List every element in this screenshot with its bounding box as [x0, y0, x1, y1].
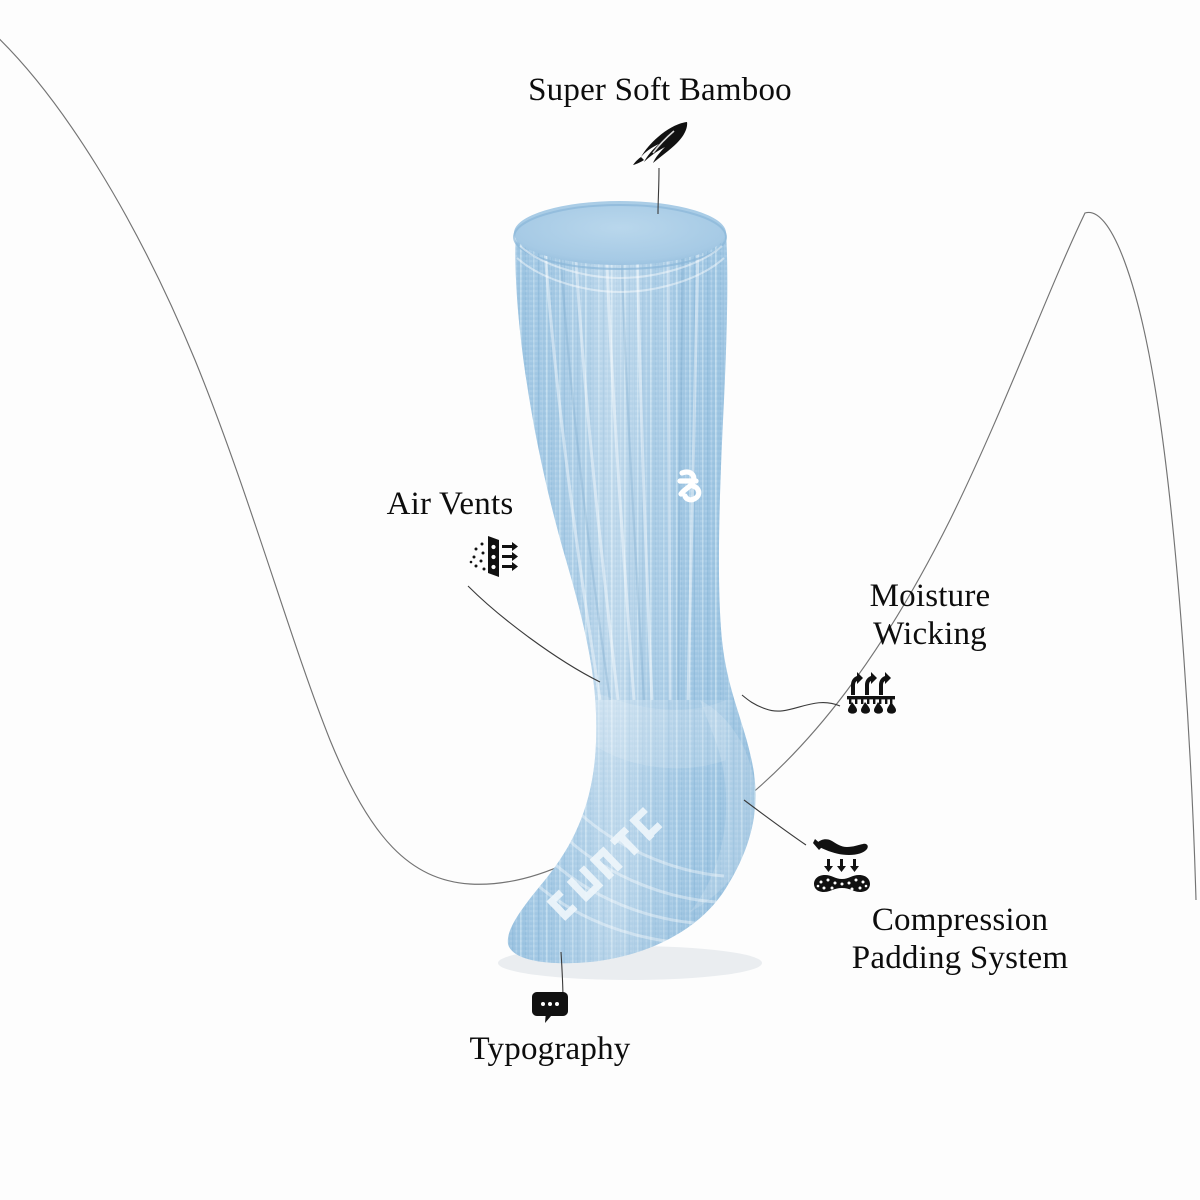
- air-vent-icon: [468, 533, 526, 579]
- sock-cuff-ribbing: [516, 245, 725, 294]
- callout-label-airvents: Air Vents: [386, 486, 514, 522]
- callout-air-vents[interactable]: Air Vents: [316, 486, 584, 579]
- callout-typography[interactable]: Typography: [400, 990, 700, 1069]
- callout-compression-padding-system[interactable]: Compression Padding System: [760, 833, 1160, 977]
- sock-cuff-opening: [514, 201, 726, 265]
- callout-label-moisture: Moisture Wicking: [869, 578, 991, 652]
- sock-cuff-rim: [513, 204, 727, 270]
- sock-logo-mark: [677, 469, 702, 503]
- callout-label-bamboo: Super Soft Bamboo: [528, 72, 792, 108]
- sock-body: [507, 232, 756, 964]
- callout-moisture-wicking[interactable]: Moisture Wicking: [800, 578, 1060, 714]
- compression-padding-icon: [811, 833, 873, 895]
- feather-icon: [629, 119, 691, 167]
- callout-super-soft-bamboo[interactable]: Super Soft Bamboo: [420, 72, 900, 167]
- speech-bubble-icon: [532, 990, 568, 1024]
- moisture-wicking-icon: [842, 662, 900, 714]
- sock-knit-wordmark: [546, 806, 663, 921]
- callout-label-compression: Compression Padding System: [851, 902, 1069, 976]
- callout-label-typography: Typography: [469, 1031, 631, 1067]
